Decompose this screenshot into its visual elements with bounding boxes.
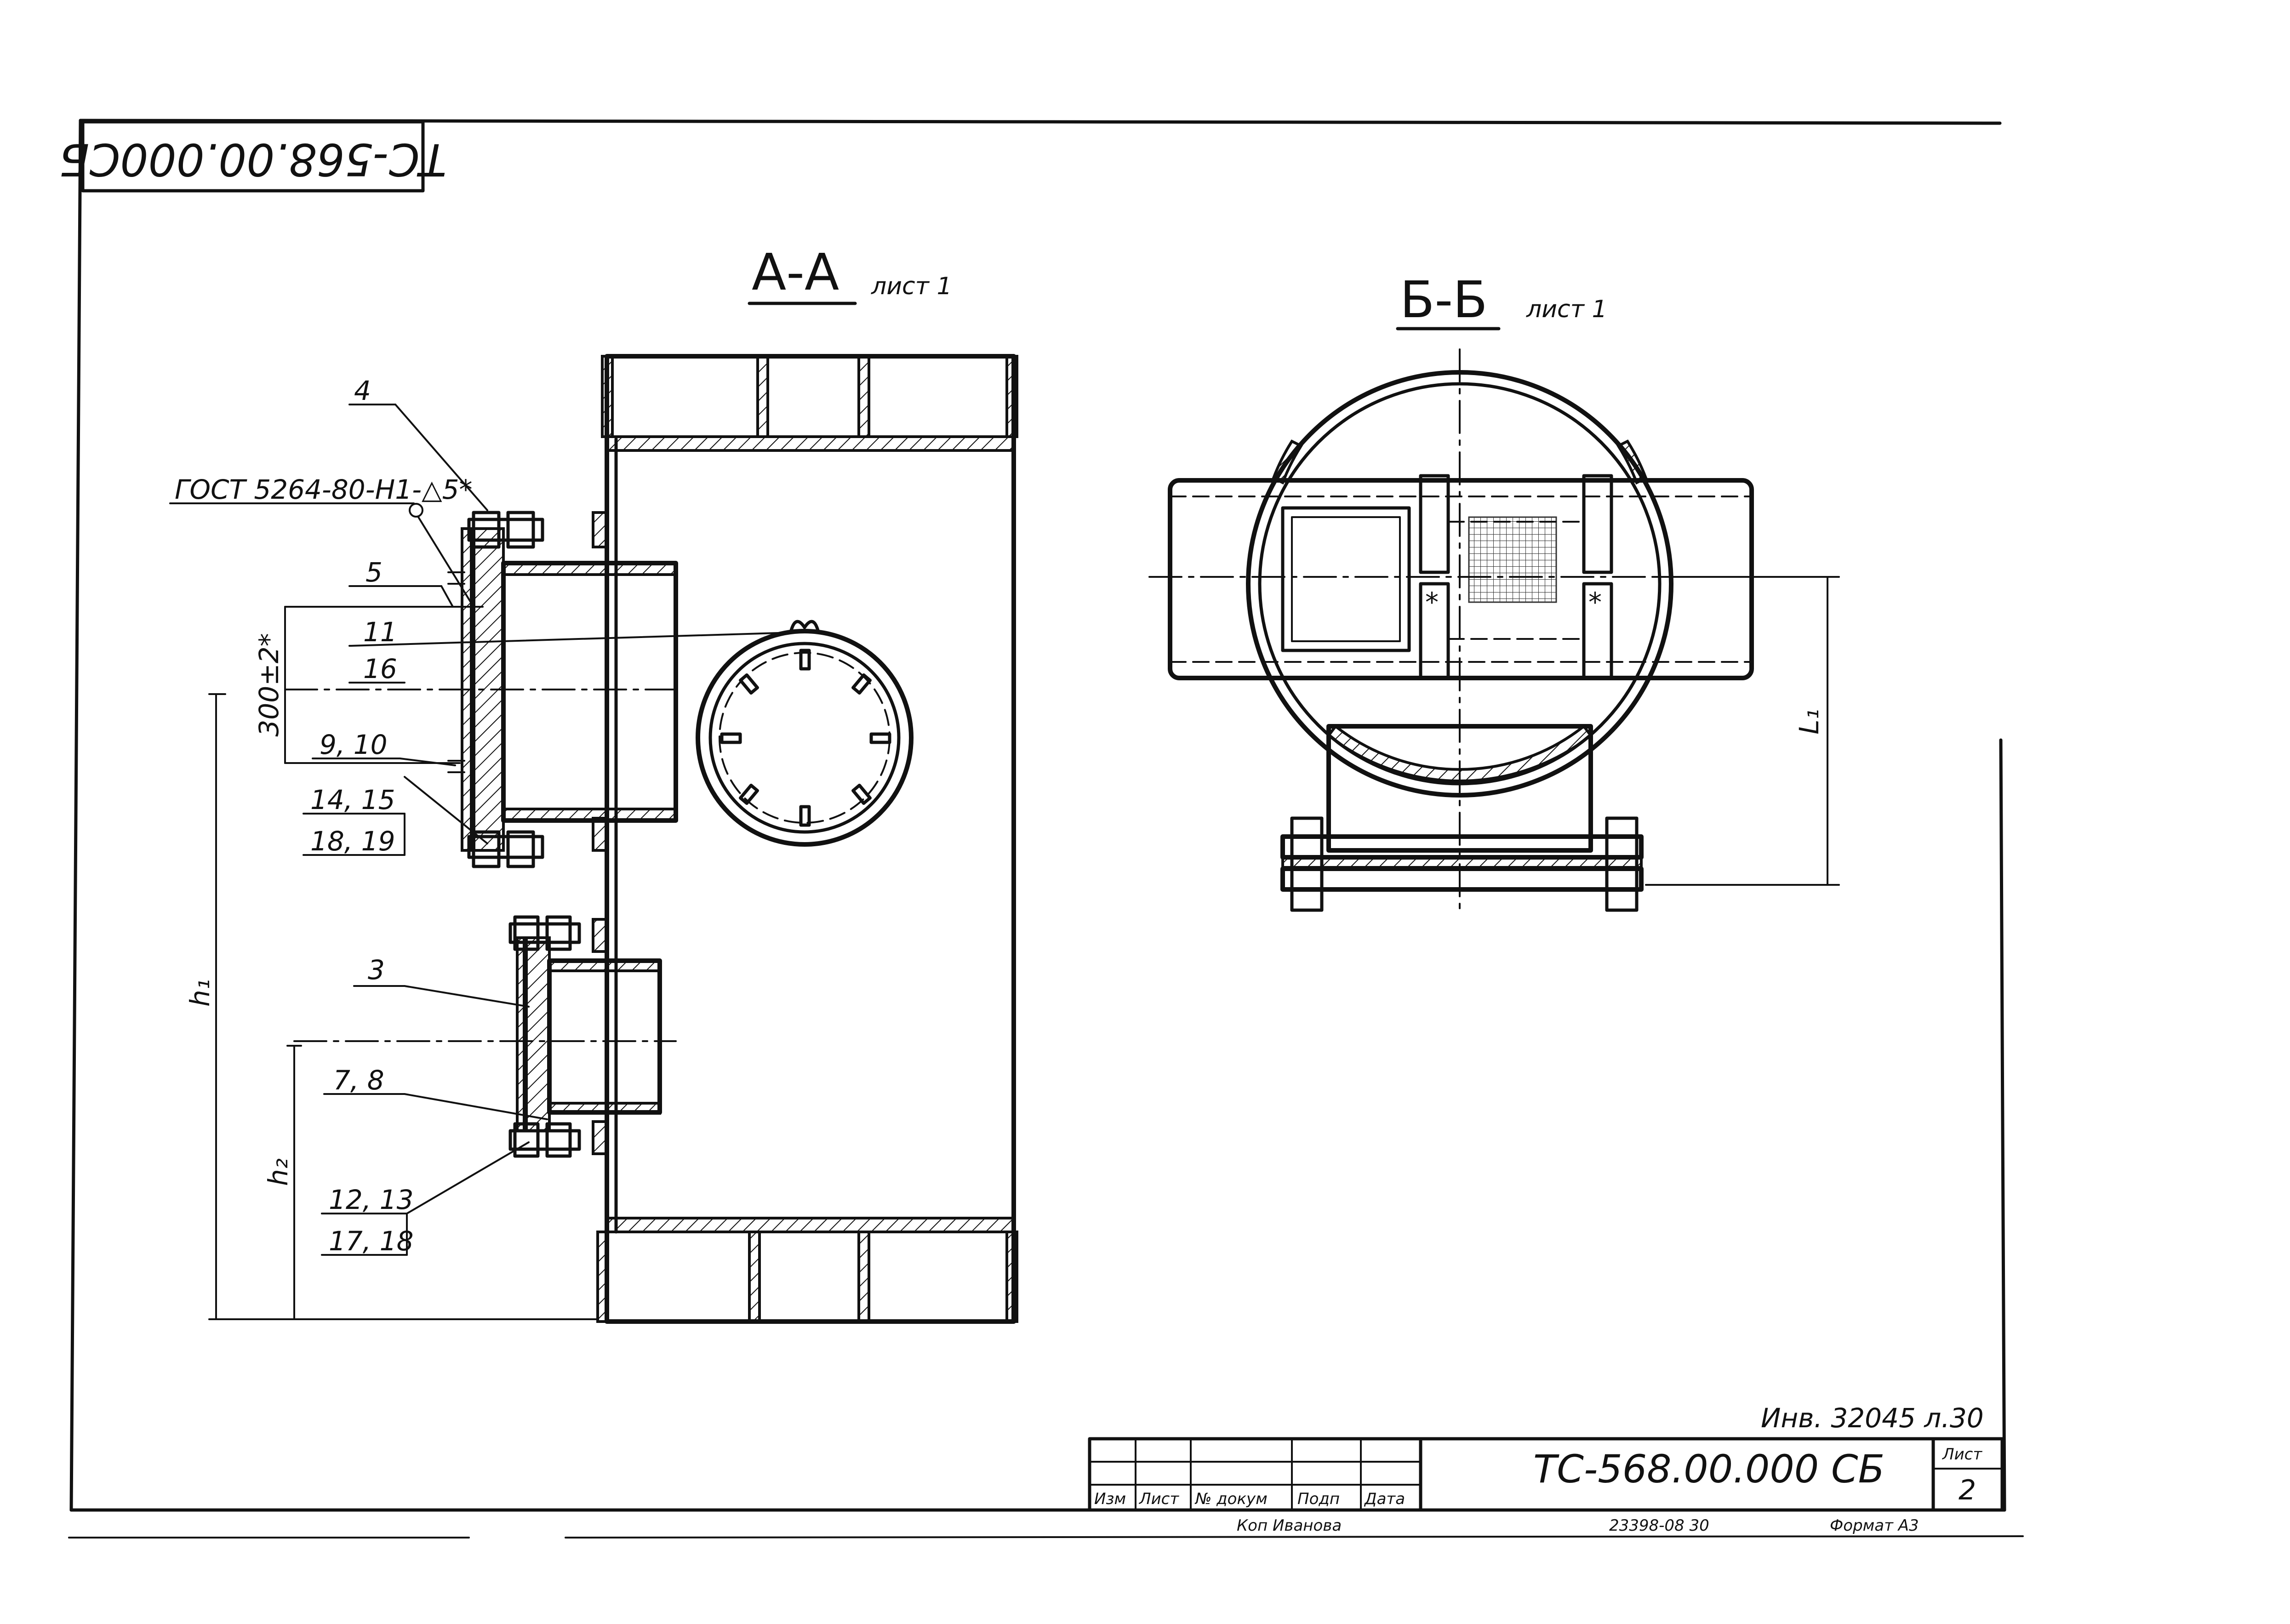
- view-aa-sheet: лист 1: [871, 273, 952, 300]
- bb-support: [1280, 724, 1644, 912]
- view-aa-title: А-А: [752, 243, 839, 302]
- dimension-h: h₁ h₂: [184, 693, 599, 1320]
- dimension-l1: L₁: [1645, 576, 1840, 886]
- dimension-300: 300±2*: [253, 606, 484, 764]
- dimension-300-label: 300±2*: [253, 633, 285, 736]
- col-sign: Подп: [1297, 1490, 1340, 1508]
- col-date: Дата: [1364, 1490, 1405, 1508]
- lower-nozzle: [508, 915, 662, 1158]
- callout-5: 5: [365, 557, 383, 588]
- col-doc: № докум: [1194, 1490, 1268, 1508]
- corner-stamp: TC-568.00.000СБ: [59, 120, 447, 193]
- view-bb-title: Б-Б: [1400, 270, 1488, 329]
- title-block: Инв. 32045 л.30 Изм Лист № докум Подп Да…: [1088, 1402, 2004, 1535]
- order-number: 23398-08 30: [1609, 1516, 1709, 1535]
- weld-mark-left: *: [1425, 587, 1439, 618]
- callouts-aa: 4 ГОСТ 5264-80-Н1-△5* 5 11 16 9, 10 14, …: [169, 375, 810, 1257]
- callout-11: 11: [363, 616, 397, 648]
- dimension-h1-label: h₁: [184, 979, 216, 1007]
- callout-17-18: 17, 18: [329, 1225, 413, 1257]
- view-bb-sheet: лист 1: [1526, 296, 1607, 323]
- bb-internals: * *: [1281, 474, 1613, 680]
- callout-4: 4: [354, 375, 371, 406]
- sheet-number: 2: [1959, 1474, 1976, 1506]
- sheet-label: Лист: [1942, 1445, 1982, 1464]
- callout-16: 16: [363, 653, 397, 684]
- corner-stamp-code: TC-568.00.000СБ: [59, 134, 447, 185]
- col-izm: Изм: [1094, 1490, 1126, 1508]
- view-bb: Б-Б лист 1 * *: [1148, 270, 1840, 916]
- drawing-frame: [68, 119, 2024, 1539]
- callout-9-10: 9, 10: [320, 729, 388, 760]
- weld-mark-right: *: [1588, 587, 1602, 618]
- callout-3: 3: [368, 954, 385, 986]
- document-code: TC-568.00.000 СБ: [1533, 1447, 1885, 1492]
- ring-section: [696, 620, 914, 847]
- callout-12-13: 12, 13: [329, 1184, 413, 1215]
- col-list: Лист: [1138, 1490, 1179, 1508]
- paper-format: Формат А3: [1830, 1516, 1919, 1535]
- copied-by: Коп Иванова: [1237, 1516, 1342, 1535]
- callout-gost: ГОСТ 5264-80-Н1-△5*: [175, 474, 473, 505]
- callout-7-8: 7, 8: [333, 1065, 384, 1096]
- vessel-body: [596, 354, 1018, 1324]
- dimension-h2-label: h₂: [263, 1158, 294, 1186]
- inventory-note: Инв. 32045 л.30: [1761, 1402, 1984, 1434]
- callout-14-15: 14, 15: [310, 784, 395, 815]
- dimension-l1-label: L₁: [1793, 709, 1825, 735]
- view-aa: А-А лист 1: [169, 243, 1018, 1324]
- callout-18-19: 18, 19: [310, 826, 395, 857]
